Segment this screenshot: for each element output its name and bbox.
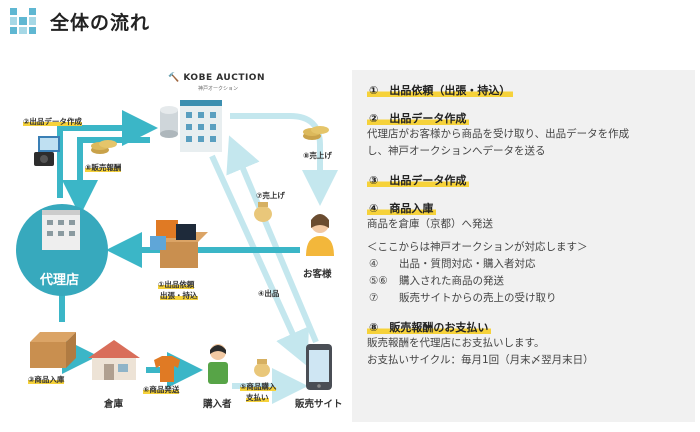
grid-cell	[28, 17, 36, 25]
list-item-num: ⑦	[369, 292, 379, 304]
site-label: 販売サイト	[295, 399, 343, 410]
panel-step3-text: ③ 出品データ作成	[367, 174, 470, 187]
panel-step4-text: ④ 商品入庫	[367, 202, 437, 215]
arrow-s8-to-customer	[230, 113, 338, 206]
step5-label: ⑤商品購入	[240, 382, 277, 391]
agency-building-icon	[42, 210, 80, 250]
warehouse-icon	[88, 340, 140, 380]
arrow-hq-to-agency	[62, 137, 150, 216]
list-item: ⑤⑥ 購入された商品の発送	[367, 273, 685, 290]
list-item-num: ④	[369, 258, 379, 270]
panel-step4: ④ 商品入庫	[367, 201, 685, 216]
logo-text: KOBE AUCTION	[183, 73, 265, 83]
panel-step2-desc-line1: 代理店がお客様から商品を受け取り、出品データを作成	[367, 128, 630, 140]
shirt-icon	[154, 356, 180, 382]
panel-step1-text: ① 出品依頼（出張・持込）	[367, 84, 514, 97]
agency-label: 代理店	[40, 273, 80, 288]
step2-label: ②出品データ作成	[23, 117, 82, 126]
server-icon	[160, 106, 178, 138]
info-panel: ① 出品依頼（出張・持込） ② 出品データ作成 代理店がお客様から商品を受け取り…	[352, 70, 695, 422]
step4-label: ④出品	[258, 289, 280, 298]
grid-cell	[28, 8, 36, 16]
grid-cell	[19, 17, 27, 25]
panel-step8-desc-line2: お支払いサイクル：毎月1回（月末〆翌月末日）	[367, 354, 594, 366]
panel-step8-desc-line1: 販売報酬を代理店にお支払いします。	[367, 337, 545, 349]
coins-icon-hq	[303, 126, 329, 140]
panel-step2-text: ② 出品データ作成	[367, 112, 470, 125]
flow-arrows	[16, 100, 338, 404]
list-item: ⑦ 販売サイトからの売上の受け取り	[367, 290, 685, 307]
grid-cell	[19, 26, 27, 34]
grid-cell	[28, 26, 36, 34]
list-item-text: 出品・質問対応・購入者対応	[399, 258, 536, 270]
grid-cell	[10, 8, 18, 16]
panel-step4-desc: 商品を倉庫（京都）へ発送	[367, 218, 493, 230]
money-bag-icon-s7	[254, 202, 272, 222]
panel-note: ＜ここからは神戸オークションが対応します＞	[367, 241, 588, 253]
list-item: ④ 出品・質問対応・購入者対応	[367, 256, 685, 273]
gavel-icon: 🔨	[168, 73, 180, 83]
page-header: 全体の流れ	[10, 6, 150, 36]
step6-label: ⑥商品発送	[143, 385, 180, 394]
warehouse-label: 倉庫	[104, 399, 124, 410]
arrow-agency-to-hq	[57, 110, 158, 198]
step1-sub-label: 出張・持込	[160, 291, 198, 300]
step8-sales-label: ⑧売上げ	[303, 151, 332, 160]
grid-cell	[10, 26, 18, 34]
package-icon	[30, 332, 76, 368]
buyer-label: 購入者	[203, 399, 232, 410]
goods-box-icon	[150, 220, 208, 268]
smartphone-icon	[306, 344, 332, 390]
panel-step2-desc-line2: し、神戸オークションへデータを送る	[367, 145, 546, 157]
coins-icon-agency	[91, 140, 117, 154]
list-item-num: ⑤⑥	[369, 275, 388, 287]
flow-diagram: 🔨 KOBE AUCTION 神戸オークション 代理店 お客様 倉庫 購入者 販…	[0, 60, 348, 432]
step3-label: ③商品入庫	[28, 375, 65, 384]
list-item-text: 販売サイトからの売上の受け取り	[399, 292, 557, 304]
list-item-text: 購入された商品の発送	[399, 275, 504, 287]
step8-reward-label: ⑧販売報酬	[85, 163, 122, 172]
grid-cell	[10, 17, 18, 25]
customer-icon	[306, 214, 334, 256]
kobe-auction-logo: 🔨 KOBE AUCTION	[168, 74, 265, 83]
buyer-icon	[208, 344, 228, 384]
step1-label: ①出品依頼	[158, 280, 195, 289]
logo-subtext: 神戸オークション	[198, 86, 239, 92]
panel-step2: ② 出品データ作成	[367, 111, 685, 126]
customer-label: お客様	[303, 269, 332, 280]
panel-step8-text: ⑧ 販売報酬のお支払い	[367, 321, 492, 334]
step7-label: ⑦売上げ	[256, 191, 285, 200]
grid-logo-icon	[10, 8, 36, 34]
panel-step8: ⑧ 販売報酬のお支払い	[367, 320, 685, 335]
page-title: 全体の流れ	[50, 11, 151, 34]
panel-step3: ③ 出品データ作成	[367, 173, 685, 188]
grid-cell	[19, 8, 27, 16]
panel-step1: ① 出品依頼（出張・持込）	[367, 83, 685, 98]
money-bag-icon-s5	[254, 359, 270, 377]
computer-icon	[34, 136, 60, 166]
step5-sub-label: 支払い	[246, 393, 269, 402]
